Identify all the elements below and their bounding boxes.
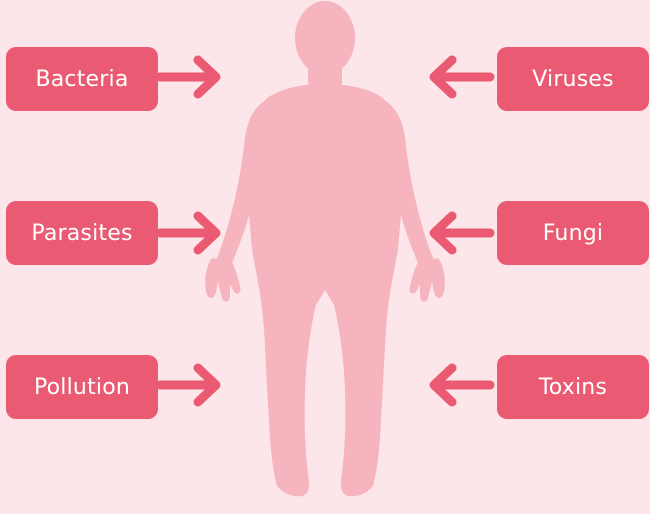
arrow-left-icon	[434, 368, 490, 402]
label-viruses: Viruses	[497, 47, 649, 111]
label-parasites: Parasites	[6, 201, 158, 265]
arrow-right-icon	[160, 216, 216, 250]
human-body-silhouette-icon	[205, 1, 445, 496]
label-fungi: Fungi	[497, 201, 649, 265]
label-toxins: Toxins	[497, 355, 649, 419]
arrow-left-icon	[434, 216, 490, 250]
label-bacteria: Bacteria	[6, 47, 158, 111]
arrow-right-icon	[160, 60, 216, 94]
arrow-right-icon	[160, 368, 216, 402]
arrow-left-icon	[434, 60, 490, 94]
label-pollution: Pollution	[6, 355, 158, 419]
